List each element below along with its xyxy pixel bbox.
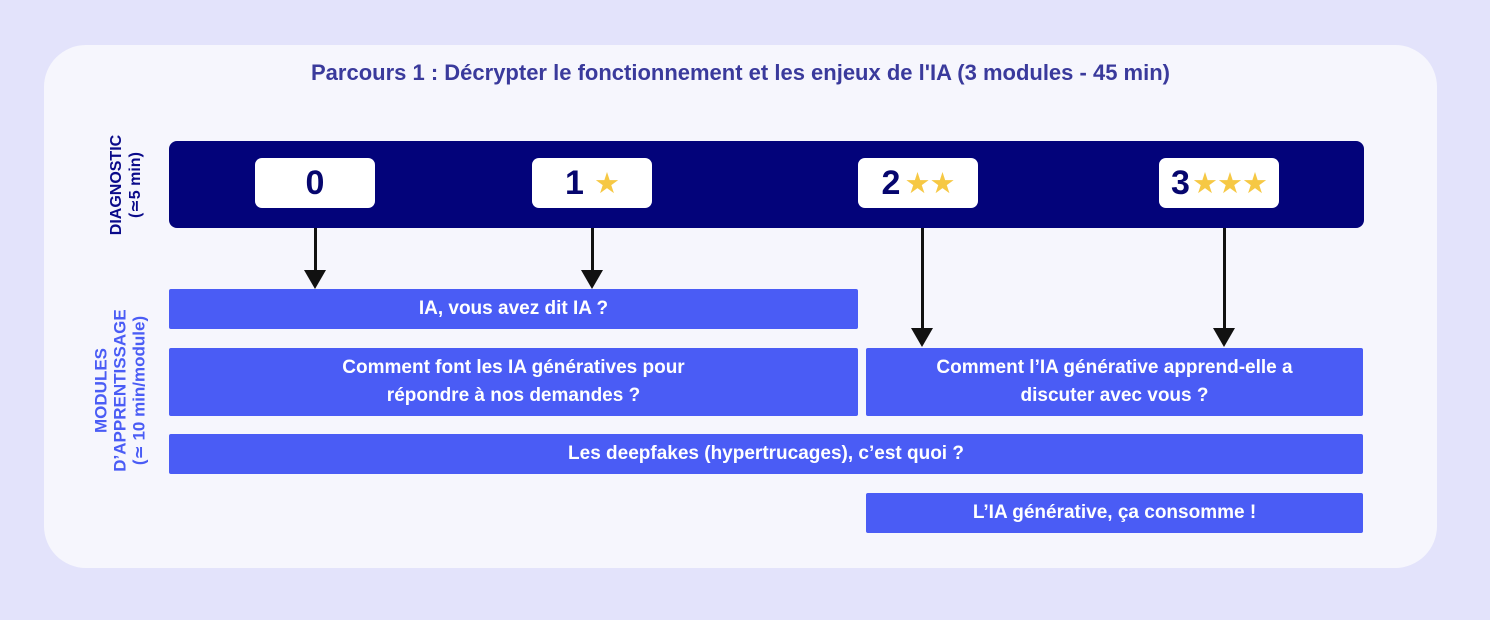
level-number: 2	[881, 163, 901, 202]
diagnostic-label-text: DIAGNOSTIC	[108, 134, 125, 236]
level-number: 1	[565, 163, 584, 202]
diagnostic-label: DIAGNOSTIC (≃5 min)	[107, 115, 145, 255]
arrow-level-2-shaft	[921, 228, 924, 330]
diagnostic-duration: (≃5 min)	[127, 152, 144, 218]
module-ia-consomme: L’IA générative, ça consomme !	[866, 493, 1363, 533]
module-label: L’IA générative, ça consomme !	[972, 502, 1257, 523]
module-label: IA, vous avez dit IA ?	[418, 298, 609, 319]
module-ia-vous-avez-dit-ia: IA, vous avez dit IA ?	[169, 289, 858, 329]
arrow-level-1-head	[581, 270, 603, 289]
arrow-level-3-head	[1213, 328, 1235, 347]
arrow-level-2-head	[911, 328, 933, 347]
module-label-line1: Comment l’IA générative apprend-elle a	[936, 357, 1293, 378]
level-number: 0	[305, 163, 325, 202]
star-icon: ★★	[904, 167, 955, 200]
level-2-box: 2 ★★	[858, 158, 978, 208]
level-3-box: 3 ★★★	[1159, 158, 1279, 208]
modules-label: MODULES D’APPRENTISSAGE (≃ 10 min/module…	[92, 281, 149, 501]
module-label: Les deepfakes (hypertrucages), c’est quo…	[568, 443, 964, 464]
star-icon: ★★★	[1191, 167, 1268, 200]
level-0-box: 0	[255, 158, 375, 208]
modules-label-duration: (≃ 10 min/module)	[129, 315, 149, 466]
arrow-level-0-head	[304, 270, 326, 289]
arrow-level-1-shaft	[591, 228, 594, 272]
page-title: Parcours 1 : Décrypter le fonctionnement…	[311, 60, 1170, 85]
arrow-level-0-shaft	[314, 228, 317, 272]
level-1-box: 1 ★	[532, 158, 652, 208]
modules-label-line2: D’APPRENTISSAGE	[110, 309, 130, 472]
module-label-line2: répondre à nos demandes ?	[386, 385, 641, 406]
module-deepfakes: Les deepfakes (hypertrucages), c’est quo…	[169, 434, 1363, 474]
module-ia-apprend-discuter: Comment l’IA générative apprend-elle a d…	[866, 348, 1363, 416]
arrow-level-3-shaft	[1223, 228, 1226, 330]
module-ia-generatives-demandes: Comment font les IA génératives pour rép…	[169, 348, 858, 416]
module-label-line2: discuter avec vous ?	[1020, 385, 1209, 406]
module-label-line1: Comment font les IA génératives pour	[342, 357, 685, 378]
star-icon: ★	[593, 167, 620, 200]
level-number: 3	[1171, 163, 1190, 202]
modules-label-line1: MODULES	[91, 348, 111, 433]
